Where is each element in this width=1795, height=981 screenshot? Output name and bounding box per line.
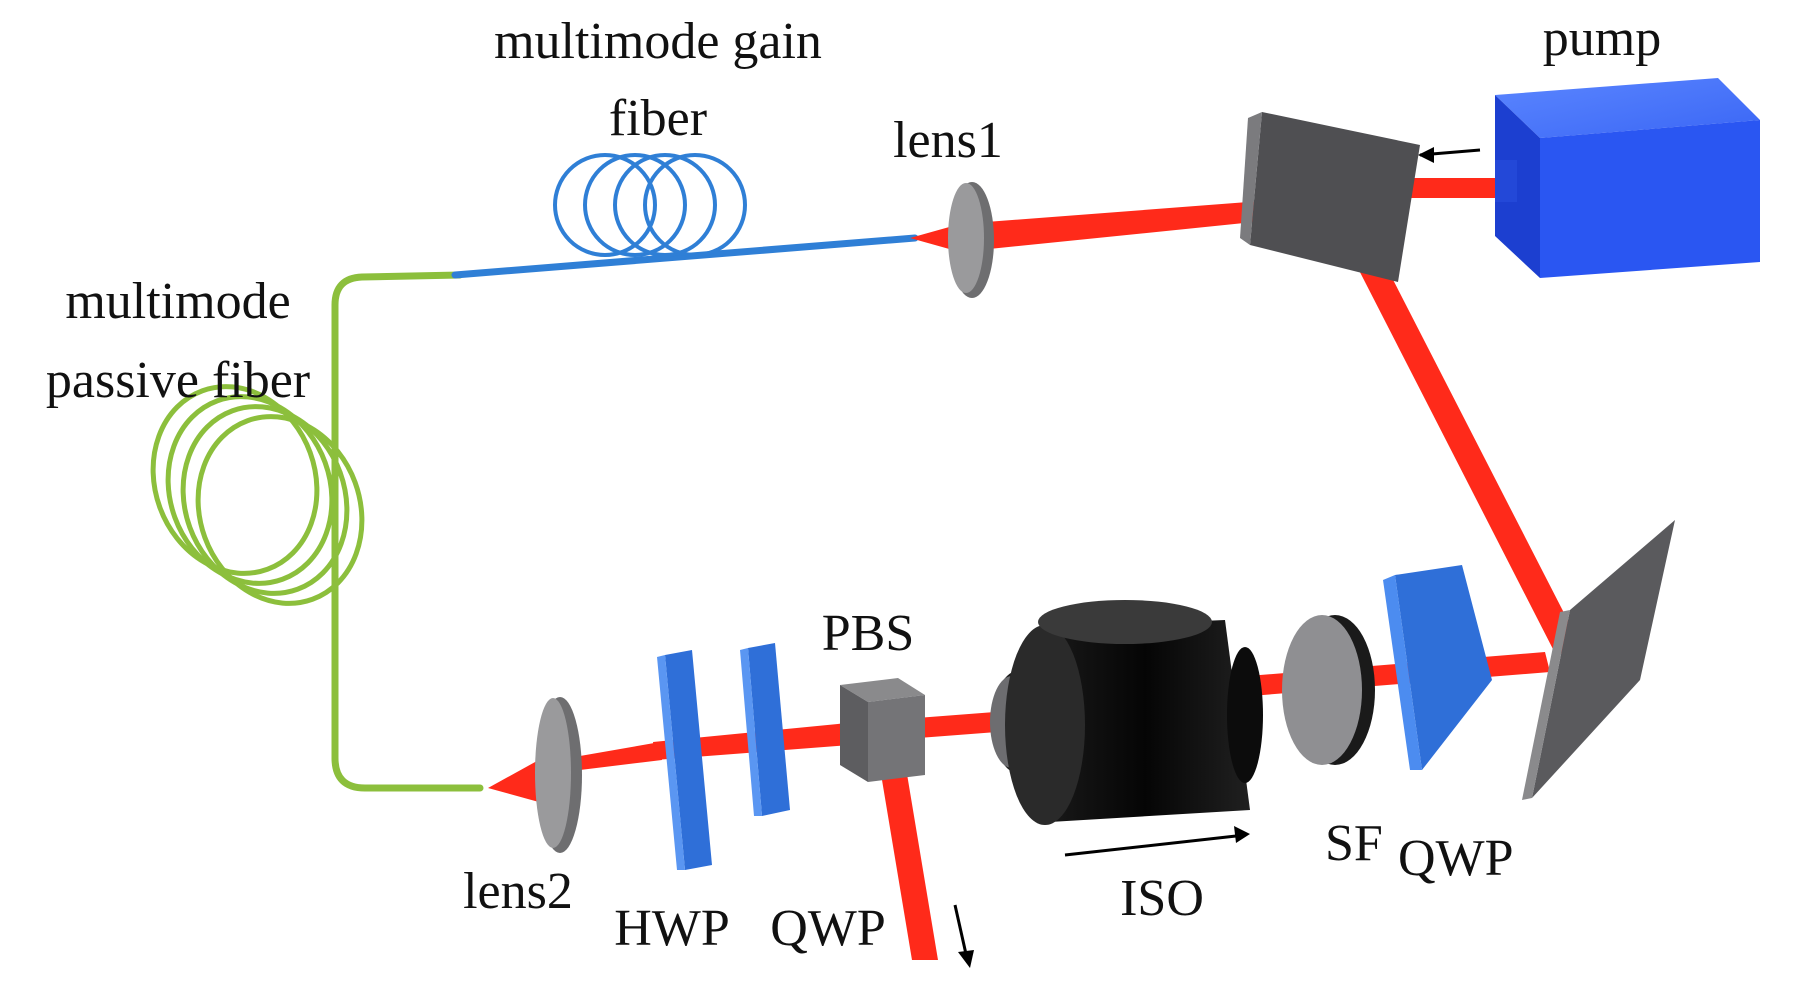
label-passive-fiber-line1: multimode bbox=[65, 273, 290, 330]
label-passive-fiber-line2: passive fiber bbox=[46, 352, 310, 409]
label-lens1: lens1 bbox=[893, 112, 1003, 169]
gain-fiber-coil bbox=[553, 153, 747, 257]
label-pbs: PBS bbox=[822, 605, 915, 662]
iso-arrow bbox=[1064, 826, 1250, 857]
label-gain-fiber-line1: multimode gain bbox=[494, 13, 822, 70]
label-sf: SF bbox=[1325, 815, 1383, 872]
lens1 bbox=[948, 182, 994, 298]
label-qwp: QWP bbox=[770, 900, 886, 957]
gain-fiber bbox=[451, 153, 919, 279]
qwp-left bbox=[740, 643, 790, 816]
hwp bbox=[657, 650, 712, 870]
lower-mirror bbox=[1522, 520, 1675, 800]
passive-fiber bbox=[150, 271, 484, 792]
isolator bbox=[990, 600, 1263, 825]
label-lens2: lens2 bbox=[463, 863, 573, 920]
label-hwp: HWP bbox=[614, 900, 730, 957]
upper-mirror bbox=[1240, 112, 1420, 282]
output-arrow bbox=[953, 904, 974, 968]
lens2 bbox=[535, 697, 582, 853]
pbs-cube bbox=[840, 678, 925, 782]
pump-source bbox=[1495, 78, 1760, 278]
passive-fiber-coil bbox=[150, 384, 365, 606]
pump-arrow bbox=[1418, 147, 1481, 163]
label-pump: pump bbox=[1543, 10, 1661, 67]
label-qwp-sf: QWP bbox=[1398, 830, 1514, 887]
label-iso: ISO bbox=[1120, 870, 1204, 927]
sf-filter bbox=[1282, 615, 1375, 765]
label-gain-fiber-line2: fiber bbox=[609, 90, 707, 147]
qwp-right bbox=[1383, 565, 1492, 770]
